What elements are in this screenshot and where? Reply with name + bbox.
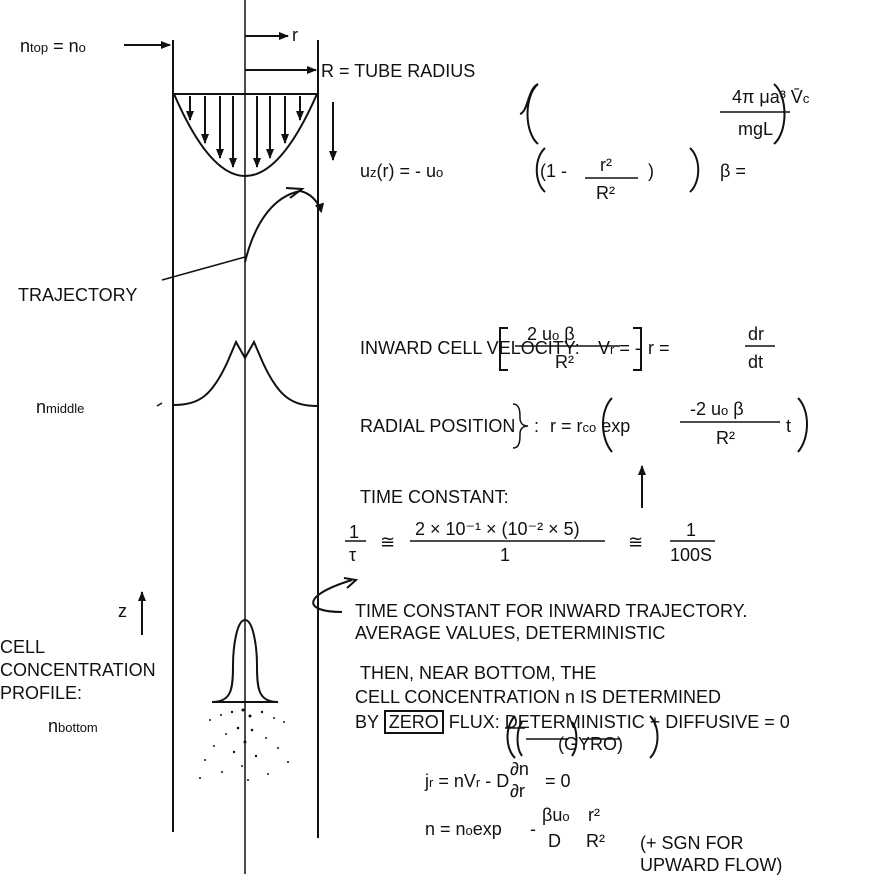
time-constant-label: TIME CONSTANT: <box>360 487 509 507</box>
trajectory-curve <box>244 190 301 263</box>
n-eq-lhs: n = noexp <box>425 819 502 839</box>
beta-lhs: β = <box>720 161 746 181</box>
inward-dr: dr <box>748 324 765 344</box>
uz-denominator: R² <box>596 183 615 203</box>
result-denominator: 100S <box>670 545 713 565</box>
tube-radius-label: R = TUBE RADIUS <box>321 61 476 81</box>
velocity-profile-curve <box>173 93 318 177</box>
approx-sign-2: ≅ <box>628 532 644 552</box>
jr-lhs: jr = nVr - D <box>425 771 510 791</box>
radial-numerator: -2 uo β <box>690 399 744 419</box>
radial-colon: : <box>534 416 540 436</box>
sgn-line-2: UPWARD FLOW) <box>640 855 783 875</box>
tau-numerator: 1 <box>349 522 360 542</box>
inward-velocity-label: INWARD CELL VELOCITY: <box>360 338 580 358</box>
n-eq-R2: R² <box>586 831 605 851</box>
radial-lhs: r = rco exp <box>550 416 631 436</box>
n-eq-minus: - <box>530 819 536 839</box>
beta-denominator: mgL <box>738 119 774 139</box>
uz-equation-lhs: uz(r) = - uo <box>360 161 444 181</box>
zero-box: ZERO <box>383 710 444 734</box>
trajectory-arrowhead <box>285 187 305 199</box>
r-axis-label: r <box>292 25 298 45</box>
inward-dt: dt <box>748 352 764 372</box>
time-constant-curved-arrow-head <box>343 577 359 589</box>
radial-position-label: RADIAL POSITION <box>360 416 516 436</box>
note-line-1: TIME CONSTANT FOR INWARD TRAJECTORY. <box>355 601 748 621</box>
trajectory-label: TRAJECTORY <box>18 285 138 305</box>
calc-denominator: 1 <box>500 545 511 565</box>
n-middle-leader <box>156 402 163 407</box>
uz-close: ) <box>648 161 654 181</box>
then-line-2: CELL CONCENTRATION n IS DETERMINED <box>355 687 722 707</box>
inward-velocity-lhs: Vr = - <box>598 338 641 358</box>
inward-numerator: 2 uo β <box>527 324 575 344</box>
trajectory-tip-head <box>315 202 324 214</box>
jr-denominator: ∂r <box>510 781 525 801</box>
radial-denominator: R² <box>716 428 735 448</box>
radial-position-brace <box>512 403 529 449</box>
calc-numerator: 2 × 10⁻¹ × (10⁻² × 5) <box>415 519 580 539</box>
uz-equation-paren: (1 - <box>540 161 567 181</box>
jr-rhs: = 0 <box>545 771 571 791</box>
n-top-label: ntop = no <box>20 36 86 56</box>
then-line-1: THEN, NEAR BOTTOM, THE <box>360 663 597 683</box>
profile-title-3: PROFILE: <box>0 683 83 703</box>
inward-denominator: R² <box>555 352 574 372</box>
n-eq-numerator: βuo <box>542 805 570 825</box>
n-middle-profile <box>172 339 319 407</box>
uz-numerator: r² <box>600 155 612 175</box>
n-bottom-profile <box>211 618 279 703</box>
velocity-arrows <box>186 96 304 168</box>
inward-r: r = <box>648 338 670 358</box>
tau-denominator: τ <box>349 545 357 565</box>
gyro-label: (GYRO) <box>558 734 623 754</box>
sgn-line-1: (+ SGN FOR <box>640 833 744 853</box>
n-middle-label: nmiddle <box>36 397 85 417</box>
n-eq-r2: r² <box>588 805 600 825</box>
result-numerator: 1 <box>686 520 697 540</box>
n-eq-denominator: D <box>548 831 561 851</box>
bottom-scatter <box>199 708 289 781</box>
fraction-bars <box>345 111 790 740</box>
equation-brackets <box>499 83 808 759</box>
approx-sign-1: ≅ <box>380 532 396 552</box>
flux-line: BY ZERO FLUX: DETERMINISTIC + DIFFUSIVE … <box>355 710 790 734</box>
radial-t: t <box>786 416 792 436</box>
beta-numerator: 4π μa³ V̄c <box>732 87 810 107</box>
note-line-2: AVERAGE VALUES, DETERMINISTIC <box>355 623 666 643</box>
profile-title-1: CELL <box>0 637 46 657</box>
jr-numerator: ∂n <box>510 759 529 779</box>
n-bottom-label: nbottom <box>48 716 98 736</box>
time-constant-curved-arrow <box>312 579 353 613</box>
z-axis-label: z <box>118 601 127 621</box>
trajectory-leader <box>161 256 246 281</box>
profile-title-2: CONCENTRATION <box>0 660 156 680</box>
